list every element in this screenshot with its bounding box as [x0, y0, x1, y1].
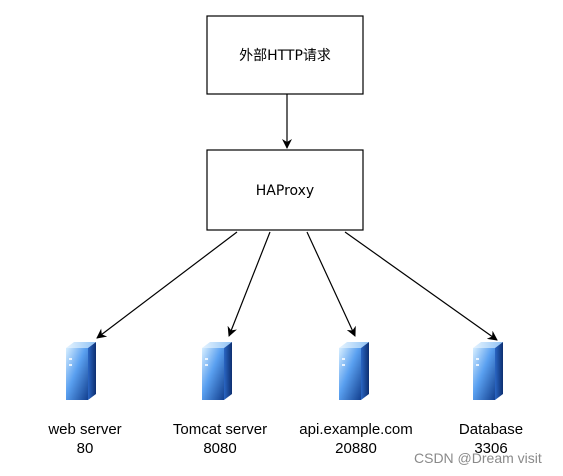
server-port-label: 80 [77, 440, 94, 457]
haproxy-node: HAProxy [206, 149, 364, 231]
server-name-label: Tomcat server [173, 421, 267, 438]
edge-haproxy-to-api-server [306, 231, 356, 337]
server-port-label: 8080 [203, 440, 236, 457]
edge-haproxy-to-web-server [96, 231, 238, 339]
server-name-label: api.example.com [299, 421, 412, 438]
external-request-label: 外部HTTP请求 [239, 48, 331, 64]
edge-haproxy-to-tomcat-server [227, 231, 271, 337]
server-icon [339, 342, 369, 400]
server-port-label: 20880 [335, 440, 377, 457]
server-name-label: web server [47, 421, 121, 438]
server-icon [202, 342, 232, 400]
watermark: CSDN @Dream visit [414, 450, 542, 466]
server-port-label: 3306 [474, 440, 507, 457]
server-icon [66, 342, 96, 400]
external-request-node: 外部HTTP请求 [206, 15, 364, 95]
server-icon [473, 342, 503, 400]
haproxy-label: HAProxy [256, 183, 314, 199]
edge-haproxy-to-database [344, 231, 498, 341]
server-name-label: Database [459, 421, 523, 438]
